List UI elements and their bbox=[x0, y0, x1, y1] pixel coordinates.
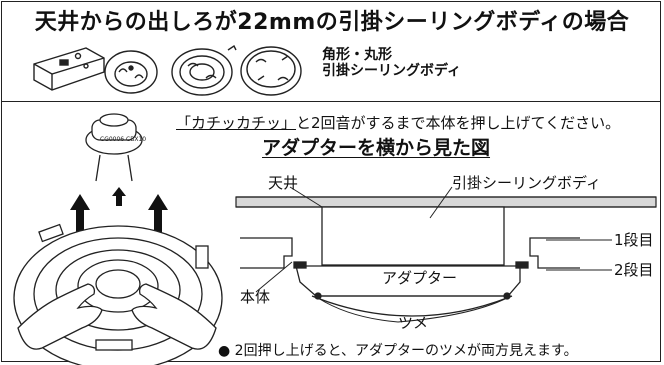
adapter-label: アダプター bbox=[382, 269, 458, 287]
adapter-illustration: CG0006 CBX10 bbox=[85, 113, 146, 182]
push-up-arrows bbox=[70, 187, 168, 262]
instruction-rest: と2回音がするまで本体を押し上げてください。 bbox=[296, 114, 621, 132]
side-view-title: アダプターを横から見た図 bbox=[262, 137, 491, 159]
ceiling-label: 天井 bbox=[268, 174, 299, 192]
ceiling-body-section bbox=[321, 206, 505, 266]
step1-label: 1段目 bbox=[614, 231, 654, 249]
section-divider bbox=[1, 101, 661, 102]
claw-label: ツメ bbox=[398, 314, 429, 332]
page-title: 天井からの出しろが22mmの引掛シーリングボディの場合 bbox=[34, 10, 630, 35]
instruction-text: 「カチッカチッ」と2回音がするまで本体を押し上げてください。 bbox=[176, 116, 620, 131]
round-ceiling-body-illustration-3 bbox=[240, 46, 302, 96]
main-body-section bbox=[240, 237, 580, 269]
round-ceiling-body-illustration-1 bbox=[104, 50, 158, 94]
main-body-label: 本体 bbox=[240, 288, 271, 306]
label-leader-lines bbox=[255, 186, 612, 323]
types-line1: 角形・丸形 bbox=[322, 47, 392, 63]
types-line2: 引掛シーリングボディ bbox=[322, 63, 462, 79]
step2-label: 2段目 bbox=[614, 261, 654, 279]
hands-illustration bbox=[17, 283, 217, 350]
note-text: ● 2回押し上げると、アダプターのツメが両方見えます。 bbox=[218, 343, 578, 359]
ceiling-section bbox=[235, 196, 657, 208]
svg-text:CG0006 CBX10: CG0006 CBX10 bbox=[100, 136, 146, 143]
adapter-section bbox=[293, 261, 529, 317]
ceiling-body-label: 引掛シーリングボディ bbox=[452, 174, 601, 192]
square-ceiling-body-illustration bbox=[33, 47, 105, 91]
instruction-underlined: 「カチッカチッ」 bbox=[176, 114, 297, 132]
round-ceiling-body-illustration-2 bbox=[171, 44, 237, 96]
